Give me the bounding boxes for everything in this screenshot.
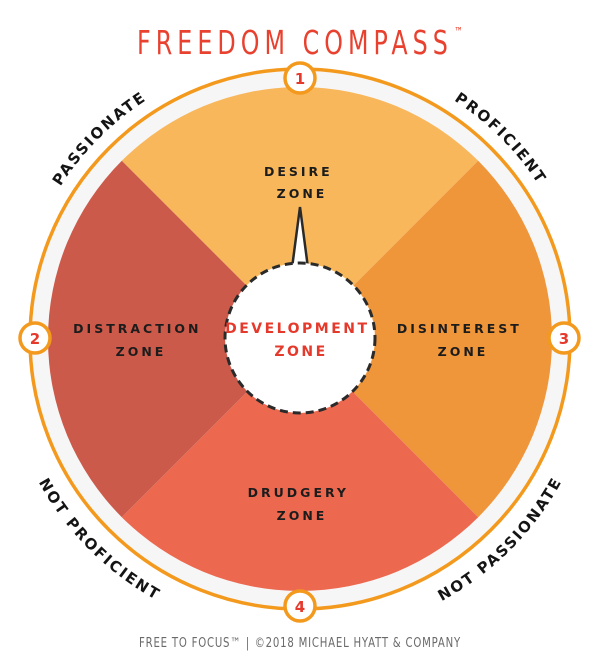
trademark-symbol: ™ [454, 25, 463, 39]
drudgery-zone-quadrant [121, 339, 479, 592]
footer-brand: FREE TO FOCUS™ [139, 636, 242, 651]
drudgery-zone-label: DRUDGERY ZONE [248, 485, 357, 523]
svg-text:1: 1 [295, 70, 305, 88]
badge-1: 1 [283, 61, 317, 95]
distraction-zone-quadrant [47, 160, 300, 518]
svg-text:2: 2 [30, 330, 40, 348]
title-text: FREEDOM COMPASS [137, 23, 453, 62]
distraction-zone-label: DISTRACTION ZONE [73, 321, 209, 359]
footer-separator: | [245, 636, 251, 651]
svg-text:4: 4 [295, 598, 305, 616]
footer-credit: FREE TO FOCUS™|©2018 MICHAEL HYATT & COM… [66, 636, 534, 651]
development-zone-circle [223, 261, 377, 415]
badge-3: 3 [547, 321, 581, 355]
disinterest-zone-quadrant [300, 160, 553, 518]
development-zone-label: DEVELOPMENT ZONE [225, 321, 377, 360]
badge-4: 4 [283, 589, 317, 623]
disinterest-zone-label: DISINTEREST ZONE [397, 321, 529, 359]
desire-zone-label: DESIRE ZONE [264, 164, 340, 201]
svg-text:3: 3 [559, 330, 569, 348]
footer-copyright: ©2018 MICHAEL HYATT & COMPANY [254, 636, 461, 651]
badge-2: 2 [18, 321, 52, 355]
diagram-title: FREEDOM COMPASS™ [84, 12, 516, 63]
